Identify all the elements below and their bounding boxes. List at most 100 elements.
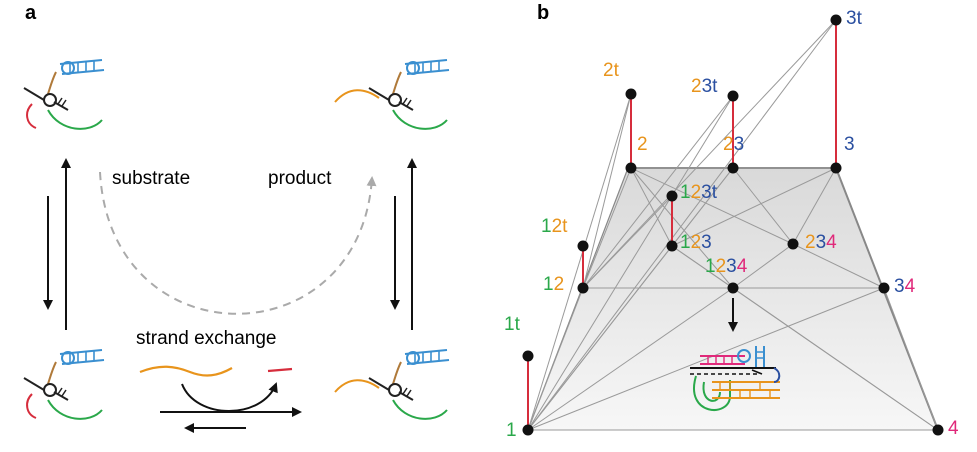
graph-tether-edges <box>527 20 837 430</box>
node-label-part: t <box>712 76 718 97</box>
complex-product-bottom <box>334 349 450 420</box>
node-label-part: 3 <box>701 182 712 203</box>
node-label-n2t: 2t <box>603 60 619 82</box>
node-label-part: 3 <box>894 276 905 297</box>
complex-substrate-top <box>23 59 105 130</box>
node-label-part: 2 <box>690 232 702 253</box>
node-label-part: 3 <box>701 232 712 253</box>
panel-label-b: b <box>537 2 550 24</box>
node-label-part: t <box>711 182 718 203</box>
node-label-n12: 12 <box>543 274 564 296</box>
node-label-n123t: 123t <box>680 182 717 204</box>
node-label-part: 2 <box>637 134 648 155</box>
node-label-part: 3 <box>701 76 713 97</box>
node-label-part: 1 <box>506 420 517 441</box>
node-n23 <box>727 162 739 174</box>
node-label-part: 3 <box>815 232 827 253</box>
graph-edges <box>527 19 939 431</box>
panel-label-a: a <box>25 2 37 24</box>
node-label-n4: 4 <box>948 418 959 440</box>
node-label-part: 2 <box>691 76 702 97</box>
node-n1 <box>522 424 534 436</box>
edge-n1-n12 <box>527 287 584 431</box>
node-label-n34: 34 <box>894 276 915 298</box>
edge-n1-n3t <box>527 19 837 431</box>
node-label-n123: 123 <box>680 232 712 254</box>
node-label-part: 4 <box>736 256 748 277</box>
node-label-part: t <box>562 216 568 237</box>
edge-n12-n2t <box>582 93 632 289</box>
node-label-part: 2 <box>603 60 614 81</box>
node-n4 <box>932 424 944 436</box>
node-label-part: 1 <box>680 232 691 253</box>
node-n2t <box>625 88 637 100</box>
strand-red <box>267 367 293 373</box>
edge-n12-n23t <box>582 95 734 289</box>
node-n3t <box>830 14 842 26</box>
edge-n1-n34 <box>527 287 885 431</box>
node-label-part: t <box>613 60 619 81</box>
node-label-part: 1 <box>680 182 691 203</box>
graph-nodes <box>522 14 944 436</box>
node-label-part: t <box>514 314 520 335</box>
label-strand-exchange: strand exchange <box>136 328 277 349</box>
node-label-part: 3 <box>733 134 745 155</box>
edge-n1-n1234 <box>527 287 734 431</box>
node-n1234 <box>727 282 739 294</box>
node-label-part: 4 <box>948 418 959 439</box>
node-label-n23t: 23t <box>691 76 717 98</box>
node-label-part: 4 <box>826 232 837 253</box>
edge-n1-n123 <box>527 245 673 431</box>
node-label-part: 1 <box>541 216 552 237</box>
dashed-arc-arrow <box>99 171 377 315</box>
node-label-n2: 2 <box>637 134 648 156</box>
edge-n12-n3t <box>582 19 837 289</box>
node-n123 <box>666 240 678 252</box>
node-n1t <box>522 350 534 362</box>
node-label-part: 2 <box>690 182 702 203</box>
edge-n3-n123 <box>671 167 837 247</box>
node-label-n3t: 3t <box>846 8 862 30</box>
edge-n12-n2 <box>582 167 632 289</box>
node-label-part: 1 <box>543 274 554 295</box>
edge-n1-n23t <box>527 95 734 431</box>
node-label-part: 3 <box>726 256 737 277</box>
edge-n2-n123 <box>630 167 673 247</box>
node-n34 <box>878 282 890 294</box>
complex-substrate-bottom <box>23 349 105 420</box>
node-label-part: 3 <box>844 134 855 155</box>
node-label-n1: 1 <box>506 420 517 442</box>
strand-orange <box>139 365 233 377</box>
panel-b <box>522 14 944 436</box>
node-label-n23: 23 <box>723 134 744 156</box>
label-product: product <box>268 168 332 189</box>
full-complex-illustration <box>690 346 781 411</box>
node-label-n234: 234 <box>805 232 837 254</box>
edge-n2-n234 <box>630 167 794 245</box>
node-label-part: t <box>856 8 862 29</box>
node-label-n1234: 1234 <box>705 256 747 278</box>
node-label-n3: 3 <box>844 134 855 156</box>
node-label-n12t: 12t <box>541 216 567 238</box>
node-label-part: 2 <box>715 256 727 277</box>
node-label-part: 2 <box>551 216 563 237</box>
label-substrate: substrate <box>112 168 191 189</box>
complex-product-top <box>334 59 450 130</box>
node-n123t <box>666 190 678 202</box>
node-n12t <box>577 240 589 252</box>
node-label-n1t: 1t <box>504 314 520 336</box>
edge-n1-n2t <box>527 93 632 431</box>
node-label-part: 1 <box>705 256 716 277</box>
node-n234 <box>787 238 799 250</box>
panel-a <box>23 59 450 433</box>
node-label-part: 1 <box>504 314 515 335</box>
edge-n234-n1234 <box>732 243 794 289</box>
node-n23t <box>727 90 739 102</box>
node-n12 <box>577 282 589 294</box>
node-label-part: 3 <box>846 8 857 29</box>
edge-n23-n234 <box>732 167 794 245</box>
node-n2 <box>625 162 637 174</box>
node-label-part: 2 <box>723 134 734 155</box>
node-label-part: 2 <box>553 274 565 295</box>
